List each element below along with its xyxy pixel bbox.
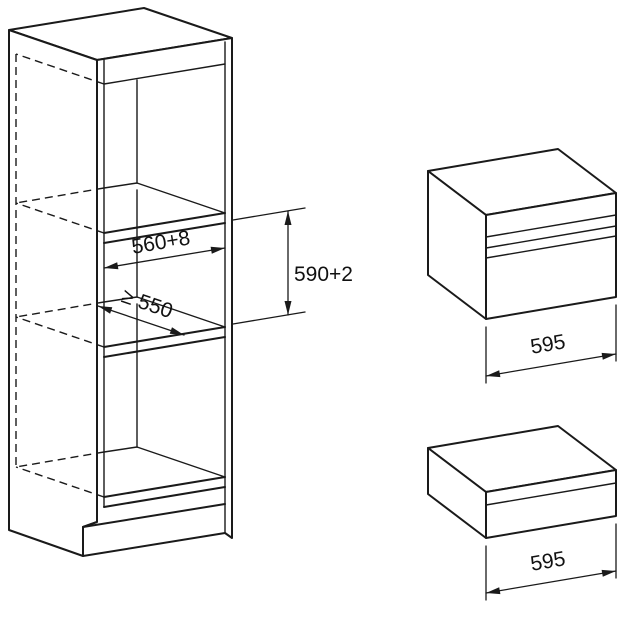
dimension-arrow	[284, 301, 292, 315]
oven-handle-top	[485, 225, 617, 249]
niche-height-label: 590+2	[294, 263, 353, 286]
bottom-shelf-back-edge	[103, 446, 138, 453]
niche-shelf-back-edge	[103, 296, 138, 303]
dimension-line	[485, 570, 617, 594]
warming-drawer	[427, 425, 617, 539]
drawer-front-gap-line	[485, 482, 617, 506]
drawer-front-face	[485, 469, 617, 539]
extension-line	[232, 311, 306, 325]
hidden-niche-shelf-back	[15, 301, 105, 318]
oven-width-dimension: 595	[485, 304, 617, 384]
upper-shelf-right-edge	[136, 182, 226, 214]
niche-shelf-front-top	[103, 326, 226, 348]
oven-width-label: 595	[529, 330, 567, 359]
dimension-arrow	[486, 370, 501, 378]
compact-oven	[427, 148, 617, 320]
dimension-arrow	[104, 262, 119, 270]
hidden-ceiling-edge	[15, 53, 105, 85]
dimension-line	[97, 305, 185, 336]
niche-shelf-right-edge	[136, 296, 226, 328]
hidden-upper-shelf-back	[15, 187, 105, 204]
cabinet-side-panel	[8, 29, 98, 557]
bottom-shelf-front-top	[103, 476, 226, 498]
niche-height-dimension: 590+2	[232, 207, 353, 325]
dimension-arrow	[486, 587, 501, 595]
dimension-line	[485, 353, 617, 377]
bottom-shelf-front-bottom	[103, 486, 226, 508]
dimension-arrow	[210, 246, 225, 254]
dimension-arrow	[601, 352, 616, 360]
extension-line	[232, 207, 306, 221]
hidden-niche-shelf-left	[15, 316, 105, 348]
oven-control-panel-line	[485, 214, 617, 238]
hidden-bottom-shelf-left	[15, 466, 105, 498]
bottom-shelf-right-edge	[136, 446, 226, 478]
hidden-bottom-shelf-back	[15, 451, 105, 468]
oven-handle-bottom	[485, 235, 617, 259]
niche-shelf-front-bottom	[103, 336, 226, 358]
upper-shelf-front-bottom	[103, 222, 226, 244]
dimension-arrow	[98, 306, 113, 314]
hidden-upper-shelf-left	[15, 202, 105, 234]
tall-unit	[8, 7, 233, 557]
plinth-top-edge	[82, 503, 226, 528]
dimension-arrow	[601, 569, 616, 577]
upper-shelf-back-edge	[103, 182, 138, 189]
drawer-width-label: 595	[529, 547, 567, 576]
dimension-line	[103, 247, 226, 269]
dimension-arrow	[169, 327, 184, 335]
ceiling-front-edge	[103, 63, 226, 85]
cabinet-front-opening	[82, 37, 233, 557]
upper-shelf-front-top	[103, 212, 226, 234]
oven-front-face	[485, 192, 617, 320]
dimension-arrow	[284, 211, 292, 225]
